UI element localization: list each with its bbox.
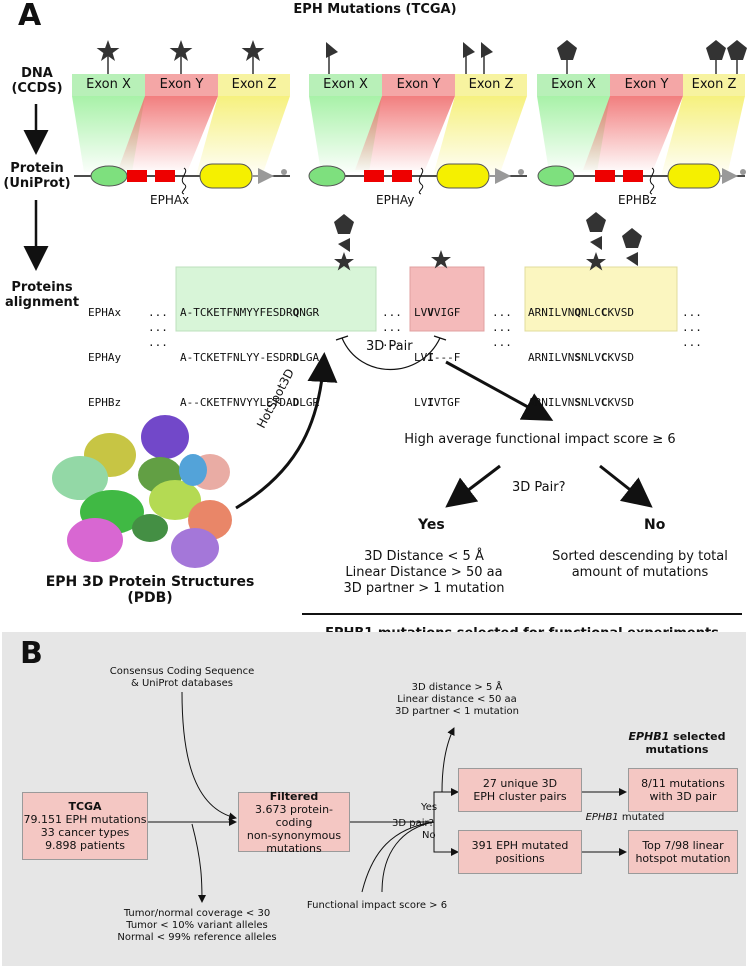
star-icon [431, 250, 451, 269]
alignment-ellipsis-3: ......... [492, 306, 512, 349]
gene-ephay-graphic [308, 42, 527, 195]
alignment-block3-bg [524, 266, 678, 332]
filtered-box: Filtered 3.673 protein-coding non-synony… [238, 790, 350, 855]
panel-a-title: EPH Mutations (TCGA) [293, 2, 457, 17]
pair-label: 3D Pair [366, 339, 413, 354]
yes-arrow [445, 464, 501, 508]
cluster-pairs-box: 27 unique 3D EPH cluster pairs [458, 768, 582, 812]
alignment-block2: LVVVIGF LVI---F LVIVTGF [414, 306, 461, 409]
to-decision-arrow [445, 360, 554, 421]
pentagon-icon [586, 212, 606, 232]
structures-label: EPH 3D Protein Structures(PDB) [45, 574, 255, 606]
flag-icon [338, 238, 350, 252]
flag-icon [626, 252, 638, 266]
flag-icon [463, 42, 475, 58]
dna-label: DNA(CCDS) [11, 66, 63, 96]
no-label: No [422, 830, 436, 841]
pentagon-icon [727, 40, 747, 60]
panel-b-arrows [147, 691, 627, 903]
no-arrow [599, 464, 653, 508]
flag-icon [590, 236, 602, 250]
panel-b: B TCGA 79.151 EPH mutations 33 cancer ty… [2, 632, 746, 966]
star-icon [586, 252, 606, 271]
panel-b-letter: B [20, 636, 43, 671]
decision-yes: Yes [418, 517, 445, 533]
no-criteria: Sorted descending by total amount of mut… [552, 549, 728, 580]
gene3-exon-y: Exon Y [610, 74, 683, 96]
alignment-block3: ARNILVNQNLCCKVSD ARNILVNSNLVCKVSD ARNILV… [528, 306, 634, 409]
question-label: 3D pair? [392, 818, 434, 829]
databases-label: Consensus Coding Sequence& UniProt datab… [109, 666, 255, 689]
filters-out-label: Tumor/normal coverage < 30 Tumor < 10% v… [117, 908, 277, 943]
alignment-block1-bg [175, 266, 377, 332]
functional-impact-label: Functional impact score > 6 [306, 900, 448, 911]
gene-ephax-graphic [72, 40, 290, 195]
gene1-exon-y: Exon Y [145, 74, 218, 96]
gene2-exon-x: Exon X [309, 74, 382, 96]
excluded-label: 3D distance > 5 Å Linear distance < 50 a… [395, 682, 519, 717]
yes-label: Yes [421, 802, 438, 813]
yes-criteria: 3D Distance < 5 Å Linear Distance > 50 a… [343, 549, 505, 596]
pentagon-icon [557, 40, 577, 60]
alignment-names: EPHAx EPHAy EPHBz [88, 306, 122, 409]
star-icon [241, 40, 265, 61]
gene1-exon-x: Exon X [72, 74, 145, 96]
decision-question: 3D Pair? [512, 480, 566, 495]
linear-hotspot-box: Top 7/98 linear hotspot mutation [628, 830, 738, 874]
flag-icon [481, 42, 493, 58]
panel-a-letter: A [18, 0, 42, 33]
protein-name-ephay: EPHAy [376, 193, 415, 207]
mutated-label: EPHB1 mutated [585, 812, 665, 823]
decision-criterion: High average functional impact score ≥ 6 [404, 432, 676, 447]
mutated-positions-box: 391 EPH mutated positions [458, 830, 582, 874]
protein-label: Protein(UniProt) [3, 161, 71, 191]
selected-mutations-box: 8/11 mutations with 3D pair [628, 768, 738, 812]
selected-header: EPHB1 selected mutations [628, 730, 726, 756]
flag-icon [326, 42, 338, 58]
gene3-exon-z: Exon Z [683, 74, 745, 96]
alignment-ellipsis-1: ......... [148, 306, 168, 349]
protein-structure-image [52, 415, 232, 568]
star-icon [334, 252, 354, 271]
alignment-ellipsis-4: ......... [682, 306, 702, 349]
protein-name-ephax: EPHAx [150, 193, 190, 207]
hotspot-arrow [235, 352, 338, 510]
decision-no: No [644, 517, 666, 533]
gene-ephbz-graphic [537, 40, 747, 195]
protein-name-ephbz: EPHBz [618, 193, 657, 207]
alignment-block2-bg [409, 266, 485, 332]
gene1-exon-z: Exon Z [218, 74, 290, 96]
alignment-ellipsis-2: ......... [382, 306, 402, 349]
alignment-block1: A-TCKETFNMYYFESDRQNGR A-TCKETFNLYY-ESDRD… [180, 306, 320, 409]
panel-a-graphics [23, 40, 747, 615]
gene2-exon-y: Exon Y [382, 74, 455, 96]
gene3-exon-x: Exon X [537, 74, 610, 96]
pentagon-icon [706, 40, 726, 60]
pentagon-icon [334, 214, 354, 234]
star-icon [96, 40, 120, 61]
pair-arc [341, 337, 441, 370]
gene2-exon-z: Exon Z [455, 74, 527, 96]
star-icon [169, 40, 193, 61]
tcga-box: TCGA 79.151 EPH mutations 33 cancer type… [22, 792, 148, 860]
pentagon-icon [622, 228, 642, 248]
